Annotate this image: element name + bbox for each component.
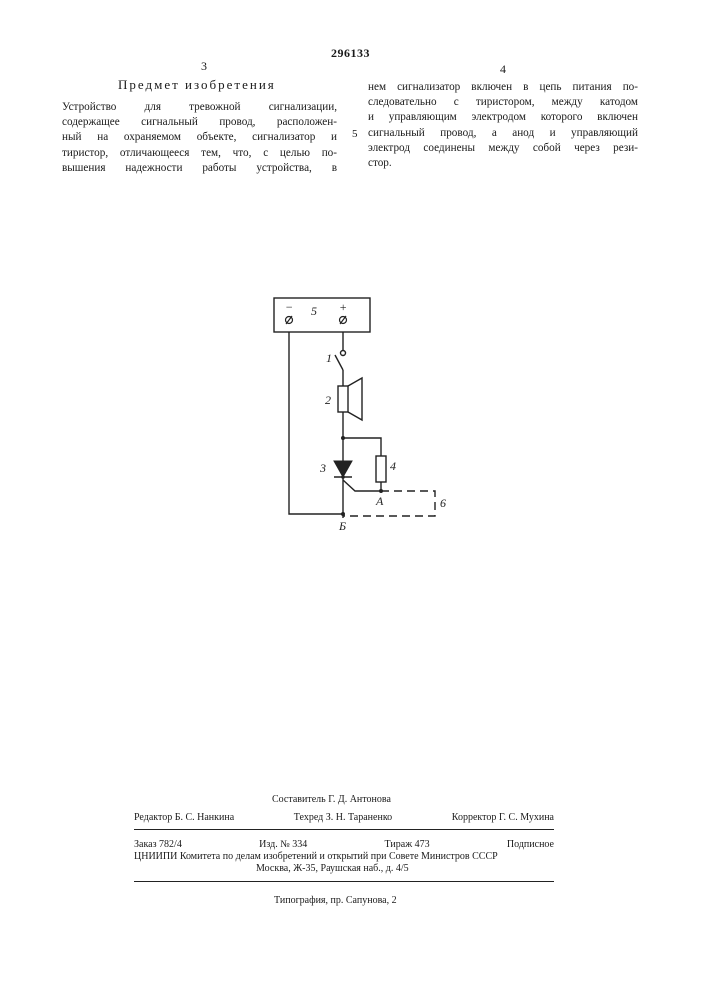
footer-rule	[134, 829, 554, 830]
footer-edition: Изд. № 334	[259, 839, 307, 850]
footer-print-run: Тираж 473	[385, 839, 430, 850]
footer-address: Москва, Ж-35, Раушская наб., д. 4/5	[256, 863, 409, 874]
footer-staff-row: Редактор Б. С. Нанкина Техред З. Н. Тара…	[134, 812, 554, 823]
node-dot	[379, 489, 383, 493]
footer-order: Заказ 782/4	[134, 839, 182, 850]
label-5: 5	[311, 304, 317, 318]
speaker-cone	[348, 378, 362, 420]
footer-subscription: Подписное	[507, 839, 554, 850]
footer-typography: Типография, пр. Сапунова, 2	[274, 895, 397, 906]
wire-minus	[289, 332, 343, 514]
node-dot	[341, 512, 345, 516]
footer-order-row: Заказ 782/4 Изд. № 334 Тираж 473 Подписн…	[134, 839, 554, 850]
footer-compiler: Составитель Г. Д. Антонова	[272, 794, 391, 805]
label-1: 1	[326, 351, 332, 365]
footer-address-row: Москва, Ж-35, Раушская наб., д. 4/5	[134, 863, 554, 874]
signal-wire	[343, 491, 435, 516]
label-B: Б	[338, 519, 346, 533]
resistor	[376, 456, 386, 482]
wire	[343, 438, 381, 456]
footer-institute-text: ЦНИИПИ Комитета по делам изобретений и о…	[134, 851, 498, 862]
label-4: 4	[390, 459, 396, 473]
label-minus: −	[285, 300, 293, 314]
label-A: А	[375, 494, 384, 508]
speaker-body	[338, 386, 348, 412]
thyristor-triangle	[334, 461, 352, 477]
label-2: 2	[325, 393, 331, 407]
footer-institute: ЦНИИПИ Комитета по делам изобретений и о…	[134, 851, 554, 862]
node-dot	[341, 475, 345, 479]
node-dot	[341, 436, 345, 440]
footer-techred: Техред З. Н. Тараненко	[294, 812, 392, 823]
label-plus: +	[339, 300, 347, 314]
footer-editor: Редактор Б. С. Нанкина	[134, 812, 234, 823]
switch-contact	[341, 351, 346, 356]
label-6: 6	[440, 496, 446, 510]
switch-blade	[335, 355, 343, 370]
footer-rule	[134, 881, 554, 882]
thyristor-gate	[343, 480, 381, 491]
footer-corrector: Корректор Г. С. Мухина	[452, 812, 554, 823]
label-3: 3	[319, 461, 326, 475]
